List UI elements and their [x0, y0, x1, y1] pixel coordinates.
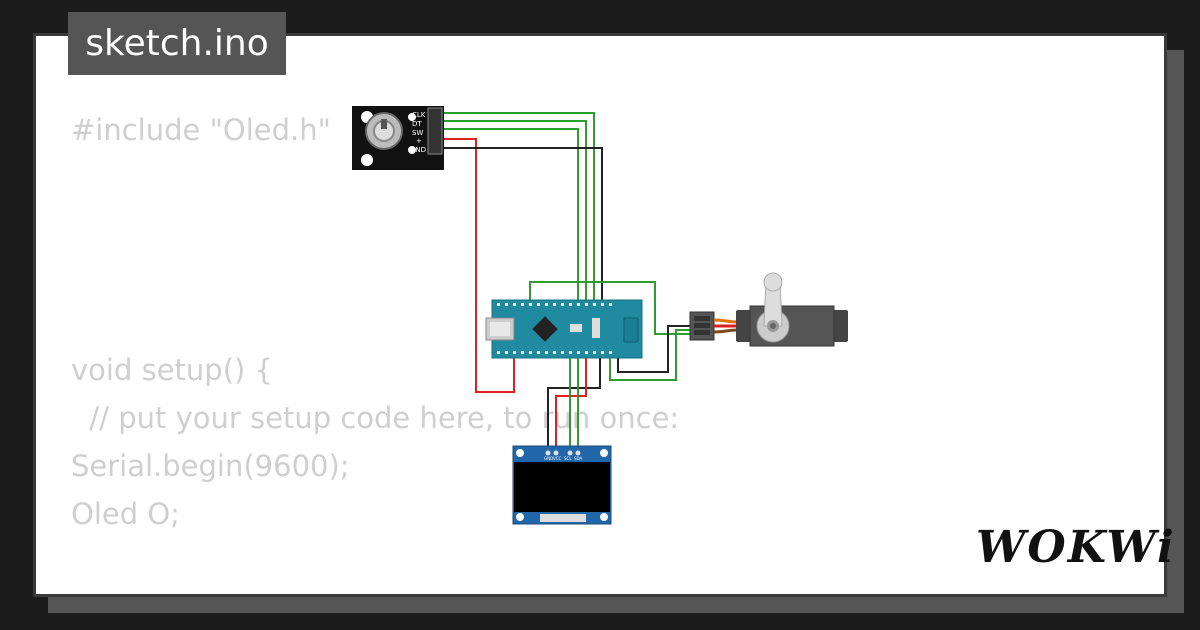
encoder-pin-label: SW	[412, 129, 423, 137]
arduino-nano-board[interactable]	[485, 299, 643, 359]
wokwi-logo: WOKWi	[976, 522, 1176, 573]
encoder-pin-label: DT	[412, 120, 422, 128]
oled-pin-label: SDA	[574, 456, 583, 461]
encoder-pin-label: GND	[410, 146, 426, 154]
code-line: void setup() {	[71, 353, 273, 387]
servo-motor[interactable]	[689, 272, 848, 347]
oled-display[interactable]: GND VCC SCL SDA	[512, 445, 612, 525]
encoder-wires	[444, 112, 603, 393]
code-line: }	[71, 593, 89, 594]
encoder-pin-label: CLK	[412, 111, 426, 119]
encoder-pin-label: +	[416, 137, 422, 145]
code-preview: #include "Oled.h" void setup() { // put …	[71, 106, 680, 594]
oled-pin-label: SCL	[564, 456, 572, 461]
oled-pin-label: VCC	[553, 456, 562, 461]
code-line: Oled O;	[71, 497, 180, 531]
code-line: Serial.begin(9600);	[71, 449, 350, 483]
rotary-encoder[interactable]: CLK DT SW + GND	[352, 106, 444, 170]
sketch-filename-tab[interactable]: sketch.ino	[68, 12, 286, 75]
code-line: #include "Oled.h"	[71, 113, 331, 147]
oled-pin-label: GND	[544, 456, 553, 461]
code-line: // put your setup code here, to run once…	[71, 401, 680, 435]
board-wires	[547, 325, 692, 452]
